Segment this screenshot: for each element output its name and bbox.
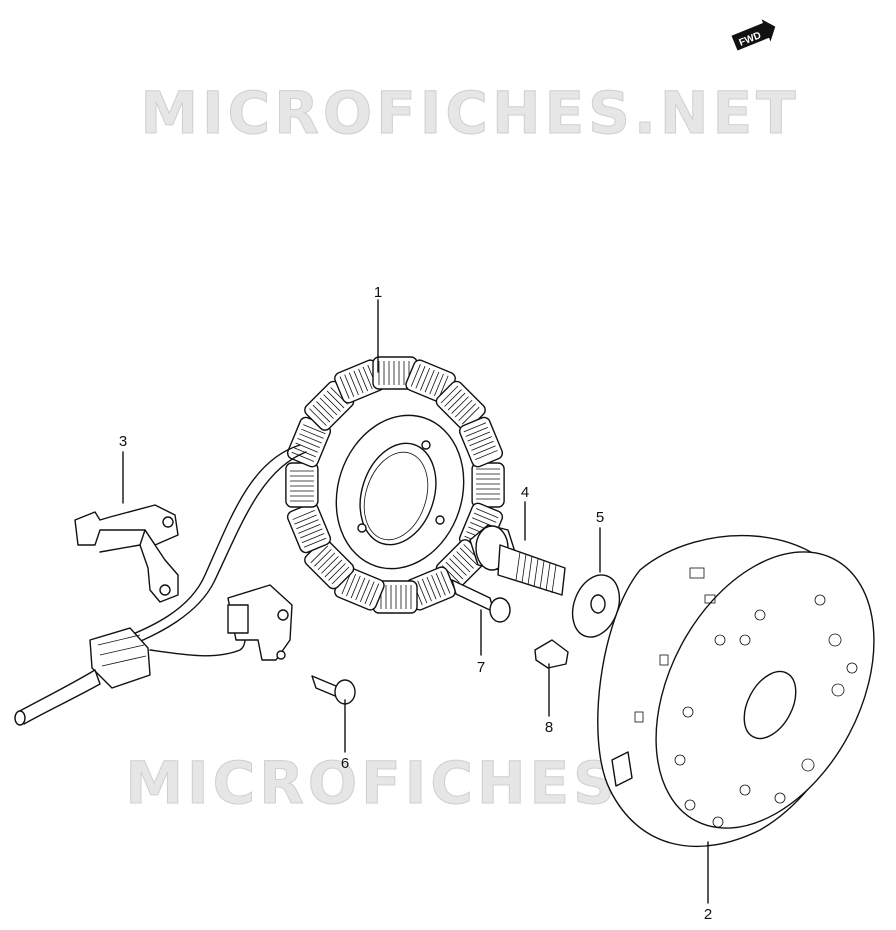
- stator-coil-tooth: [471, 462, 505, 508]
- bracket-part: [74, 504, 179, 603]
- fwd-arrow-icon: FWD: [731, 19, 776, 51]
- stator-coil-tooth: [285, 462, 319, 508]
- watermark-top: MICROFICHES.NET: [140, 79, 799, 147]
- stator-coil-part: [285, 356, 505, 614]
- callout-8: 8: [545, 719, 553, 736]
- stator-coil-tooth: [372, 580, 418, 614]
- key-part: [534, 639, 569, 669]
- callout-4: 4: [521, 484, 529, 501]
- callout-2: 2: [704, 906, 712, 923]
- stator-coil-tooth: [304, 539, 355, 590]
- callout-7: 7: [477, 659, 485, 676]
- callout-6: 6: [341, 755, 349, 772]
- stator-screw-part: [451, 579, 511, 623]
- leader-lines: [122, 299, 709, 904]
- callout-3: 3: [119, 433, 127, 450]
- rotor-bolt-part: [469, 524, 566, 596]
- rotor-flywheel-part: [597, 535, 875, 848]
- clamp-screw-part: [311, 675, 356, 705]
- wire-harness: [14, 444, 307, 726]
- callout-1: 1: [374, 284, 382, 301]
- callout-5: 5: [596, 509, 604, 526]
- washer-part: [571, 574, 621, 638]
- stator-coil-tooth: [372, 356, 418, 390]
- stator-coil-tooth: [286, 502, 332, 554]
- stator-coil-tooth: [334, 359, 385, 404]
- stator-coil-tooth: [458, 416, 504, 468]
